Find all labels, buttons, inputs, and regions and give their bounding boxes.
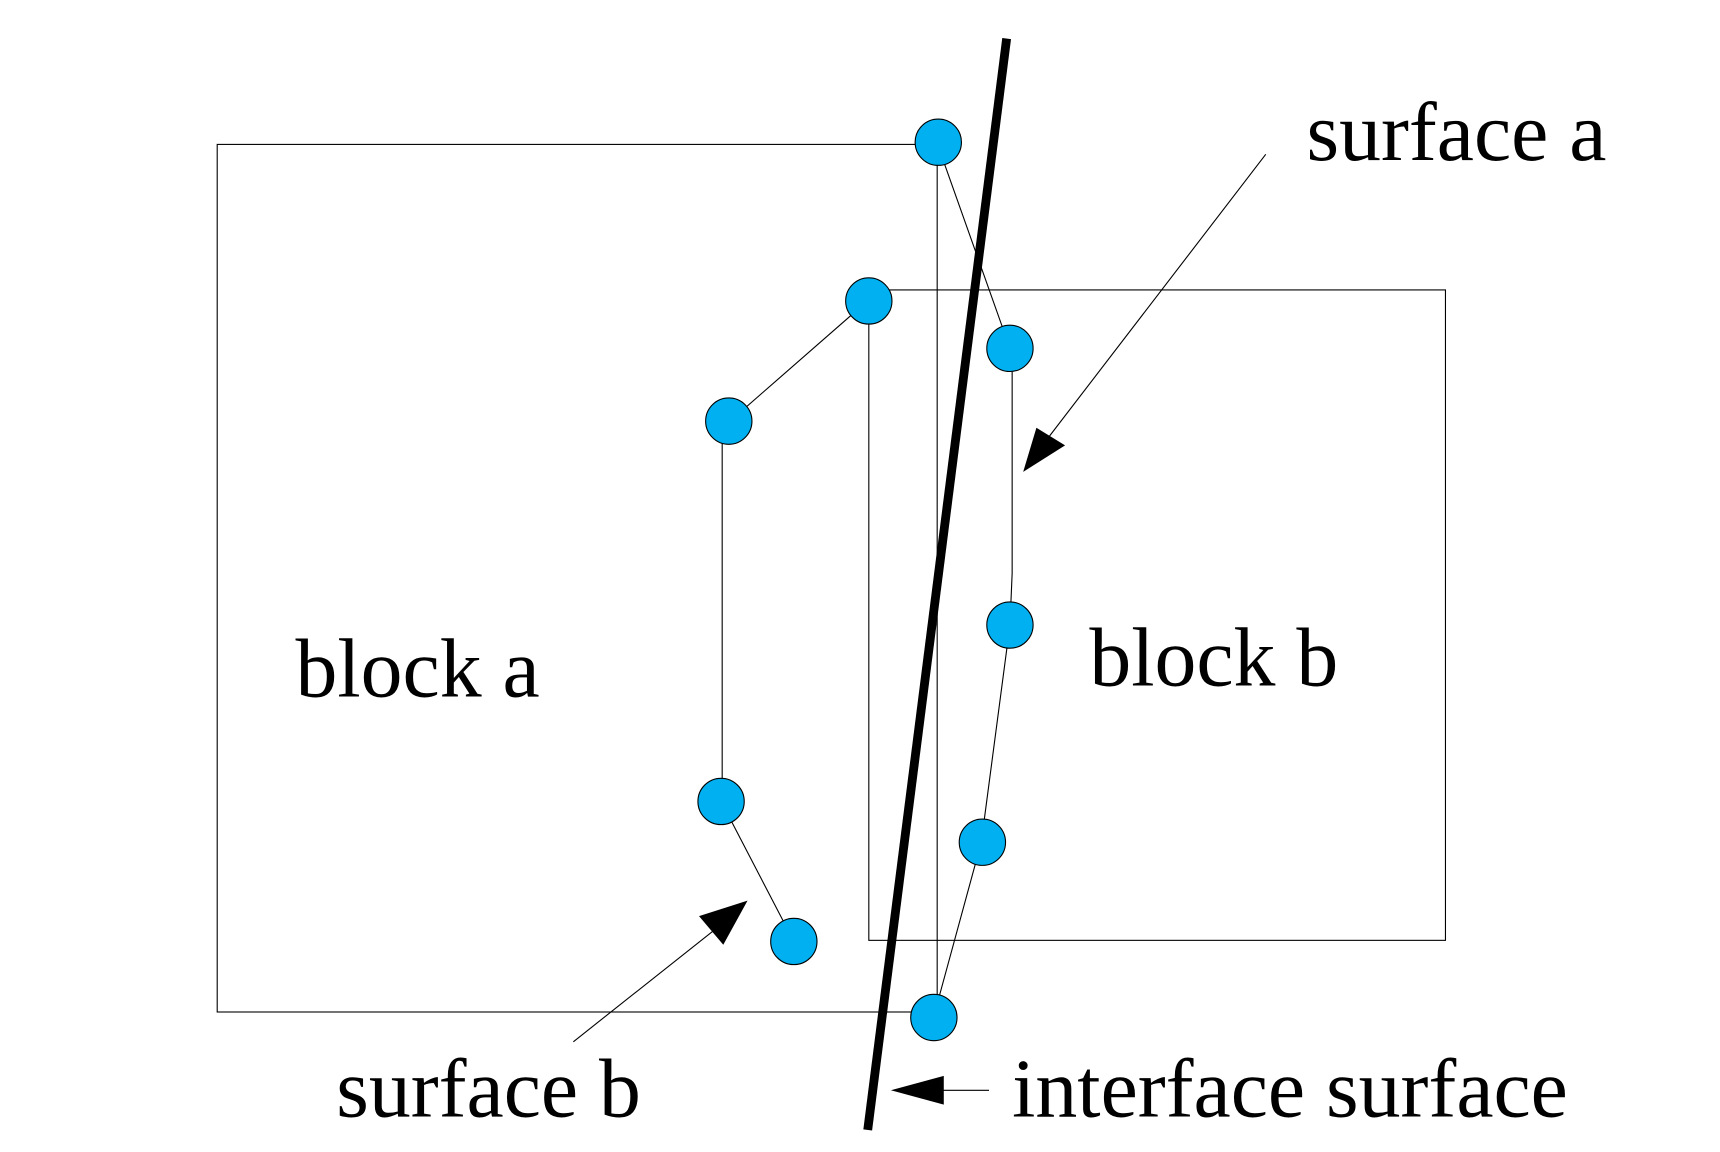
surface-b-arrow — [572, 900, 748, 1043]
node — [697, 777, 745, 826]
block-b-outline — [868, 289, 1447, 941]
interface-surface-arrow — [890, 1075, 990, 1105]
surface-a-label: surface a — [1307, 86, 1607, 179]
node — [705, 397, 753, 445]
node — [958, 818, 1007, 866]
contact-nodes — [697, 118, 1034, 1042]
block-b-label: block b — [1089, 612, 1338, 705]
surface-b-polyline — [720, 289, 883, 943]
interface-surface-line — [863, 38, 1012, 1131]
block-a-label: block a — [295, 623, 539, 716]
node — [770, 917, 818, 966]
surface-a-arrow — [1023, 153, 1267, 472]
node — [914, 118, 962, 166]
node — [910, 993, 958, 1042]
interface-surface-label: interface surface — [1012, 1043, 1568, 1136]
surface-b-label: surface b — [336, 1043, 641, 1136]
node — [986, 601, 1034, 649]
node — [986, 324, 1034, 373]
node — [845, 277, 893, 325]
block-a-outline — [216, 143, 938, 1013]
